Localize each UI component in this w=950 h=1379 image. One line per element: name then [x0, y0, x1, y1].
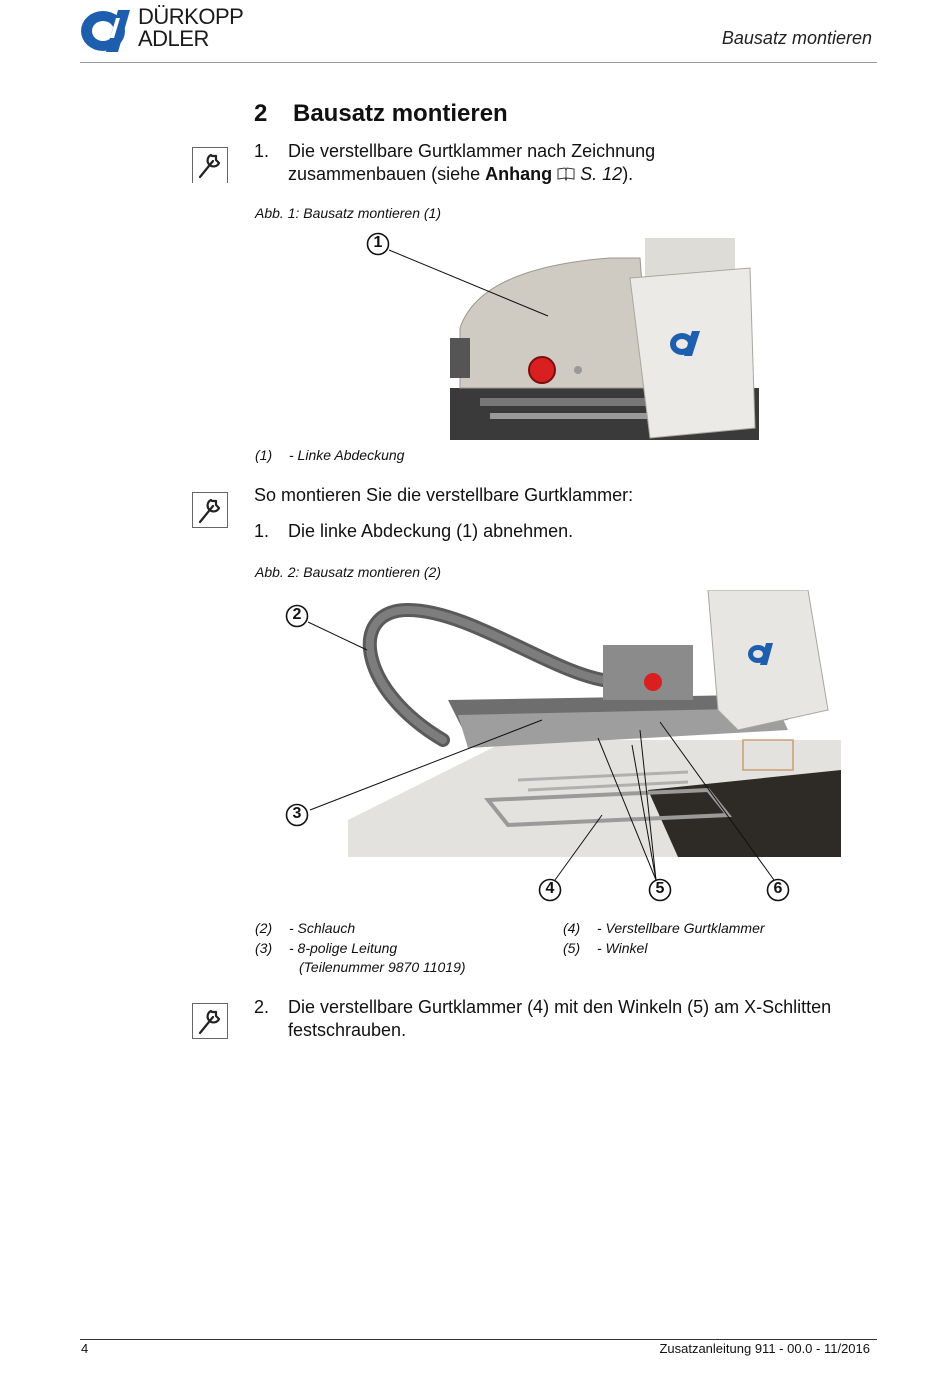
- wrench-icon: [192, 1003, 228, 1044]
- legend-key: (1): [255, 447, 273, 463]
- step-number: 1.: [254, 141, 270, 161]
- legend-value: (Teilenummer 9870 11019): [299, 959, 466, 975]
- legend-value: - Schlauch: [289, 920, 356, 936]
- logo-text-line1: DÜRKOPP: [138, 4, 244, 29]
- figure-2-legend-left: (2) - Schlauch (3) - 8-polige Leitung (T…: [255, 919, 555, 979]
- legend-value: - Verstellbare Gurtklammer: [597, 920, 765, 936]
- callout-number: 6: [773, 880, 783, 897]
- brand-logo: [80, 8, 270, 54]
- step-text-line1: Die verstellbare Gurtklammer nach Zeichn…: [288, 141, 656, 161]
- header-title: Bausatz montieren: [721, 28, 872, 48]
- duerkopp-adler-logo-icon: [81, 10, 130, 52]
- section-number: 2: [254, 100, 268, 127]
- logo-text-line2: ADLER: [138, 26, 209, 51]
- legend-key: (4): [563, 920, 581, 936]
- figure-2-leader-lines: [307, 621, 775, 881]
- callout-3: 3: [285, 803, 309, 827]
- figure-2-photo: [348, 590, 841, 857]
- step-text-line2: zusammenbauen (siehe Anhang S. 12).: [288, 163, 878, 186]
- callout-1: 1: [366, 232, 390, 256]
- legend-value: - Winkel: [597, 939, 648, 956]
- callout-4: 4: [538, 878, 562, 902]
- callout-number: 1: [373, 234, 383, 251]
- figure-2-caption: Abb. 2: Bausatz montieren (2): [255, 564, 441, 580]
- callout-6: 6: [766, 878, 790, 902]
- step-text: Die linke Abdeckung (1) abnehmen.: [288, 521, 574, 541]
- step-text: Die verstellbare Gurtklammer nach Zeichn…: [288, 140, 878, 186]
- step-text: Die verstellbare Gurtklammer (4) mit den…: [288, 996, 878, 1042]
- section-heading: 2 Bausatz montieren: [254, 100, 508, 128]
- callout-1-leader-line: [388, 249, 549, 317]
- step-text-prefix: zusammenbauen (siehe: [288, 164, 486, 184]
- step-text-suffix: ).: [622, 164, 634, 184]
- step-text-line1: Die verstellbare Gurtklammer (4) mit den…: [288, 997, 832, 1017]
- legend-row: (4) - Verstellbare Gurtklammer: [563, 919, 863, 939]
- legend-row: (5) - Winkel: [563, 939, 863, 959]
- wrench-icon: [192, 492, 228, 533]
- callout-2: 2: [285, 604, 309, 628]
- legend-value: - 8-polige Leitung: [289, 939, 398, 956]
- legend-key: (5): [563, 939, 581, 956]
- step-remove-cover: 1. Die linke Abdeckung (1) abnehmen.: [254, 520, 894, 544]
- appendix-link[interactable]: Anhang: [485, 164, 553, 184]
- document-id: Zusatzanleitung 911 - 00.0 - 11/2016: [659, 1341, 870, 1356]
- step-1: 1. Die verstellbare Gurtklammer nach Zei…: [254, 140, 894, 190]
- callout-number: 3: [292, 805, 302, 822]
- legend-key: (3): [255, 939, 273, 956]
- callout-number: 5: [655, 880, 665, 897]
- legend-key: (2): [255, 920, 273, 936]
- callout-5: 5: [648, 878, 672, 902]
- wrench-icon: [192, 147, 228, 188]
- callout-number: 2: [292, 606, 302, 623]
- step-number: 2.: [254, 997, 270, 1017]
- step-text-line2: festschrauben.: [288, 1020, 407, 1040]
- step-number: 1.: [254, 521, 270, 541]
- legend-row: (3) - 8-polige Leitung: [255, 939, 555, 959]
- procedure-intro: So montieren Sie die verstellbare Gurtkl…: [254, 485, 634, 505]
- header-divider: [80, 62, 877, 63]
- callout-number: 4: [545, 880, 555, 897]
- figure-1-caption: Abb. 1: Bausatz montieren (1): [255, 205, 441, 221]
- page-number: 4: [81, 1341, 89, 1356]
- brand-logo-text: DÜRKOPP ADLER: [138, 4, 244, 51]
- legend-value: - Linke Abdeckung: [289, 447, 405, 463]
- step-2: 2. Die verstellbare Gurtklammer (4) mit …: [254, 996, 894, 1046]
- book-icon: [557, 164, 575, 182]
- figure-1-photo: [450, 238, 759, 440]
- legend-row: (Teilenummer 9870 11019): [255, 958, 555, 978]
- page-reference-link[interactable]: S. 12: [580, 164, 623, 184]
- figure-1-legend: (1) - Linke Abdeckung: [255, 446, 555, 466]
- footer-divider: [80, 1339, 877, 1340]
- section-title: Bausatz montieren: [293, 100, 508, 127]
- legend-row: (2) - Schlauch: [255, 919, 555, 939]
- figure-2-legend-right: (4) - Verstellbare Gurtklammer (5) - Win…: [563, 919, 863, 959]
